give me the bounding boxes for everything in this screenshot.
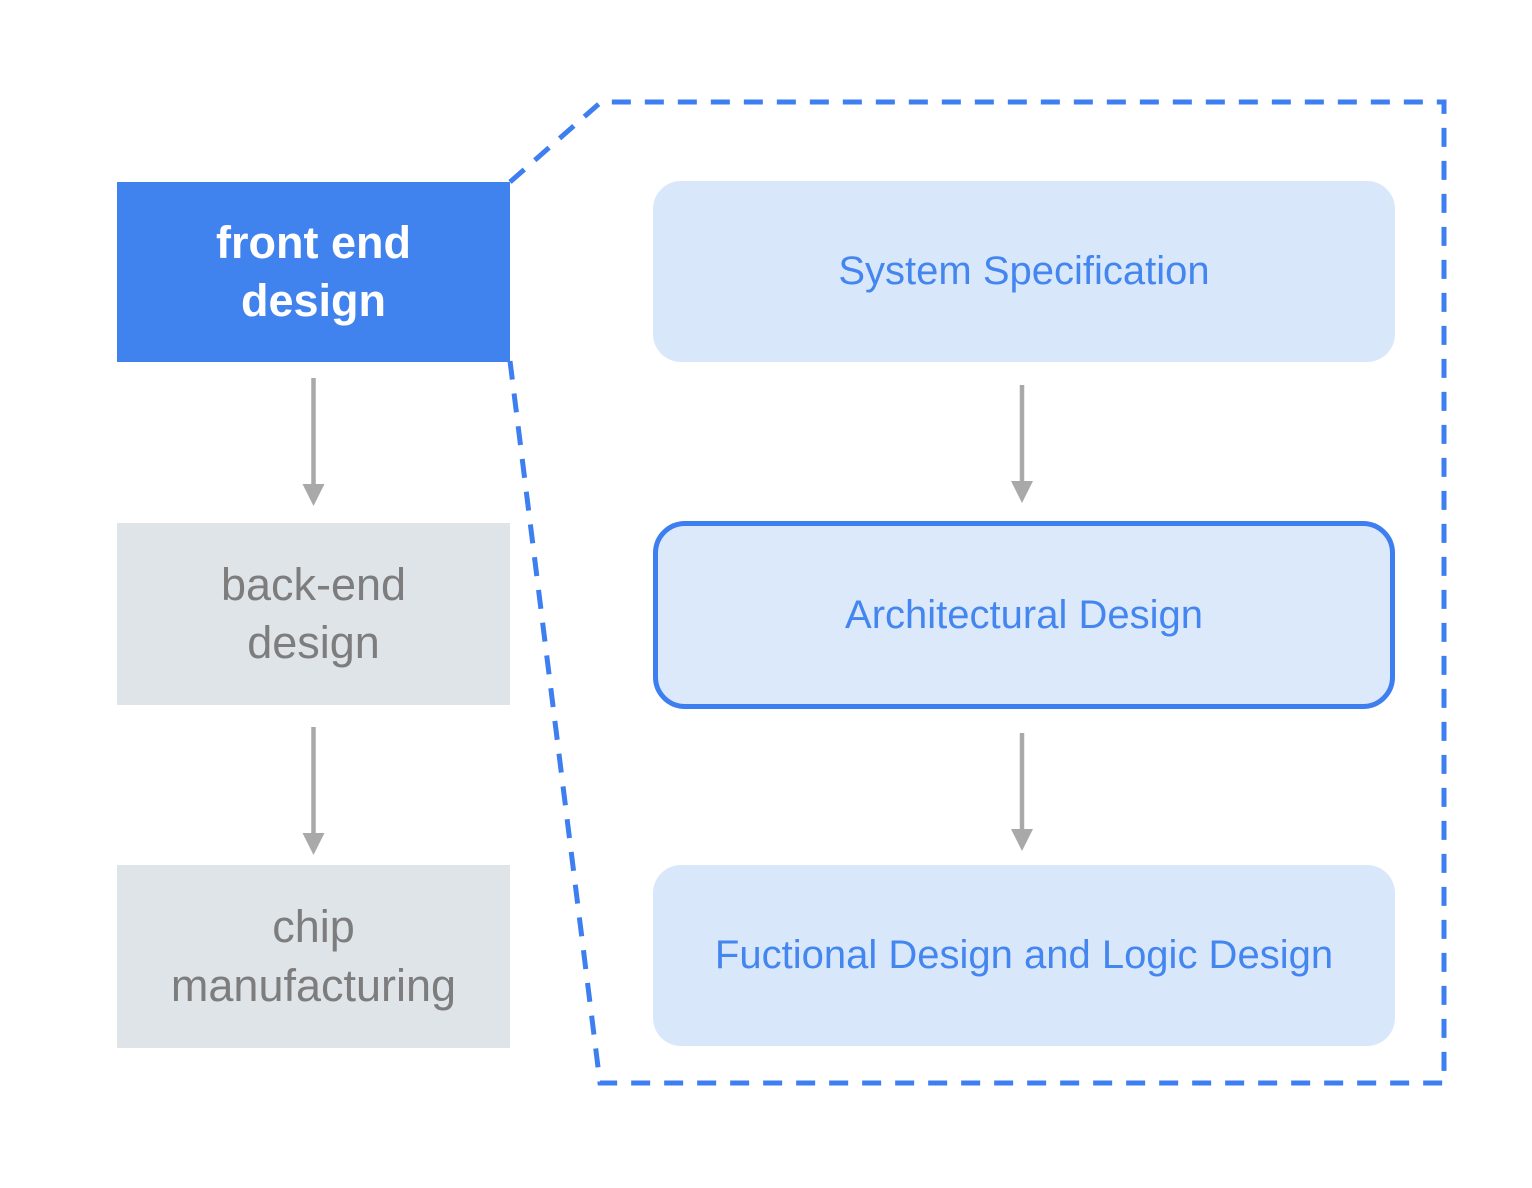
- arrow-spec-to-architectural: [1011, 385, 1033, 503]
- node-front-end-design: front end design: [117, 182, 510, 362]
- node-architectural-design: Architectural Design: [653, 521, 1395, 709]
- node-functional-logic-design-label: Fuctional Design and Logic Design: [714, 933, 1334, 977]
- node-front-end-design-label: front end design: [216, 216, 411, 327]
- node-system-specification: System Specification: [653, 181, 1395, 362]
- arrow-back-to-chip: [302, 727, 325, 855]
- arrow-front-to-back: [302, 378, 325, 506]
- node-system-specification-label: System Specification: [838, 249, 1210, 293]
- node-chip-manufacturing-label: chip manufacturing: [170, 901, 457, 1011]
- node-chip-manufacturing: chip manufacturing: [117, 865, 510, 1048]
- node-functional-logic-design: Fuctional Design and Logic Design: [653, 865, 1395, 1046]
- node-back-end-design-label: back-end design: [220, 558, 407, 669]
- node-architectural-design-label: Architectural Design: [845, 592, 1203, 637]
- node-back-end-design: back-end design: [117, 523, 510, 705]
- arrow-architectural-to-functional: [1011, 733, 1033, 851]
